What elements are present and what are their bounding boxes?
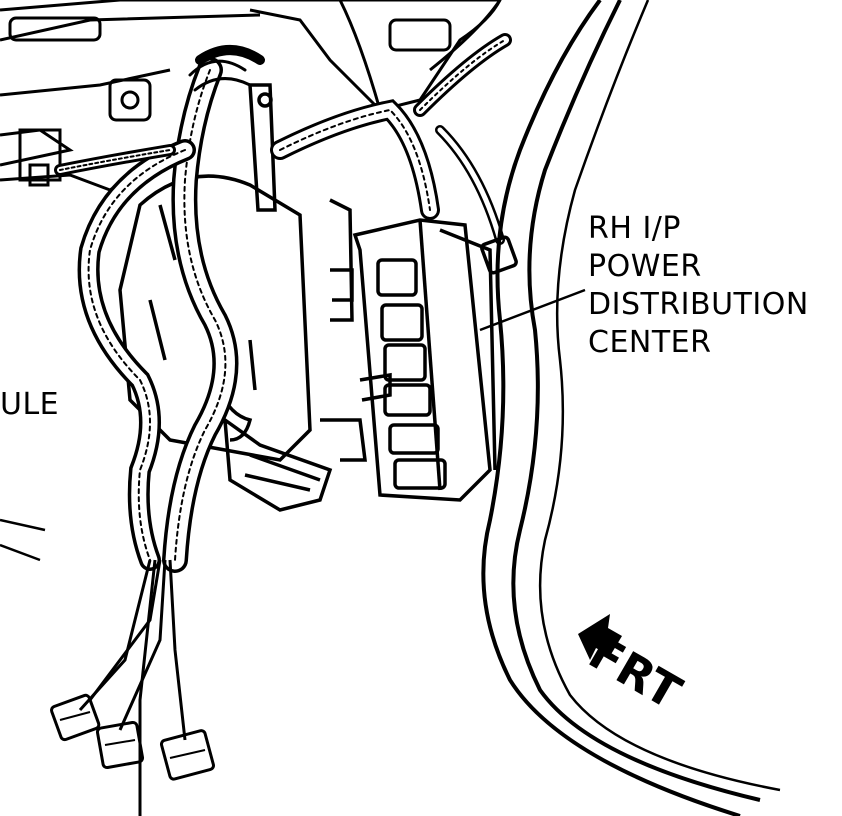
power-distribution-center <box>320 218 518 502</box>
module-leader <box>0 518 46 562</box>
module-label-partial: ULE <box>0 387 60 422</box>
pdc-label-line-3: DISTRIBUTION <box>588 287 809 322</box>
front-direction-arrow <box>578 614 622 660</box>
pdc-label: RH I/P POWER DISTRIBUTION CENTER <box>588 210 809 362</box>
pdc-label-line-2: POWER <box>588 249 702 284</box>
body-opening-contour <box>481 0 781 816</box>
pdc-label-line-4: CENTER <box>588 325 712 360</box>
wiring-harness <box>54 33 512 573</box>
harness-breakouts <box>50 559 215 816</box>
pdc-label-line-1: RH I/P <box>588 211 681 246</box>
